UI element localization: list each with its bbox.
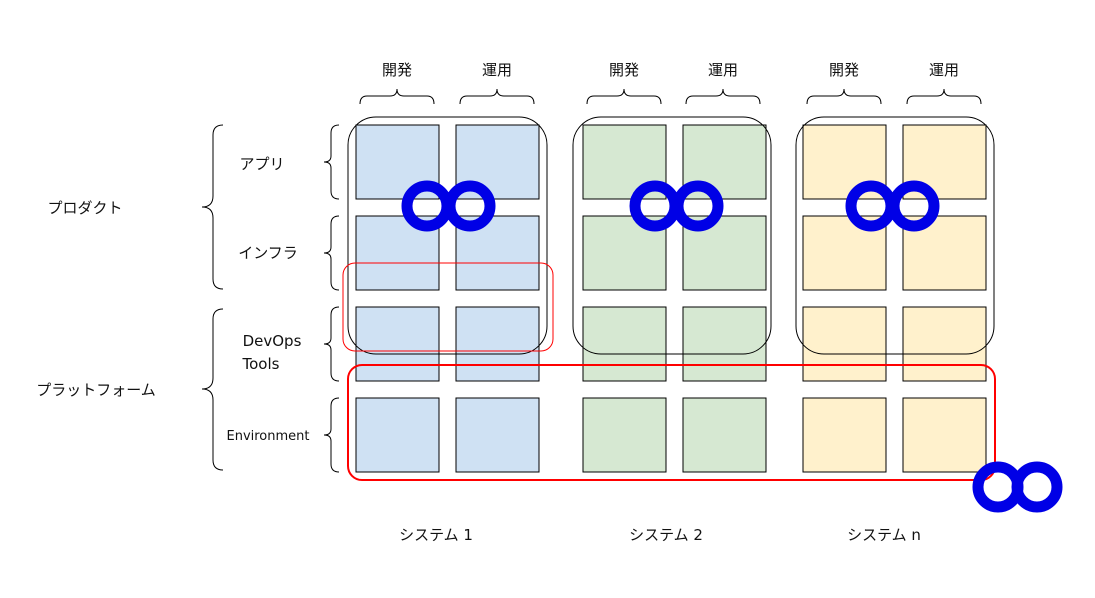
curly-brace-icon	[685, 88, 761, 105]
product-scope-outlines	[347, 116, 995, 355]
cell-system-1-ops-devops	[455, 306, 540, 382]
group-label-product: プロダクト	[47, 199, 122, 217]
header-ops-system-1: 運用	[482, 61, 512, 79]
infinity-loop-icon	[629, 180, 724, 232]
row-label-tools: Tools	[242, 355, 280, 373]
system-label-1: システム 1	[399, 526, 473, 544]
cell-system-2-dev-devops	[582, 306, 667, 382]
curly-brace-icon	[201, 308, 224, 471]
group-braces	[201, 124, 224, 471]
system-1-cells	[355, 124, 540, 473]
cell-system-n-ops-env	[902, 397, 987, 473]
system-label-n: システム n	[847, 526, 921, 544]
row-label-app: アプリ	[239, 155, 284, 173]
cell-system-n-ops-devops	[902, 306, 987, 382]
curly-brace-icon	[806, 88, 882, 105]
system-n-cells	[802, 124, 987, 473]
cell-system-1-ops-env	[455, 397, 540, 473]
curly-brace-icon	[459, 88, 535, 105]
cell-system-2-dev-env	[582, 397, 667, 473]
infinity-loop-icon	[845, 180, 940, 232]
column-headers: 開発 運用 開発 運用 開発 運用	[382, 61, 959, 79]
product-scope-system-n	[795, 116, 995, 355]
cell-system-n-dev-env	[802, 397, 887, 473]
header-ops-system-2: 運用	[708, 61, 738, 79]
group-label-platform: プラットフォーム	[36, 381, 156, 399]
column-braces	[359, 88, 982, 105]
row-labels: アプリ インフラ DevOps Tools Environment	[226, 155, 309, 444]
loop-icons	[401, 180, 1063, 513]
row-label-devops: DevOps	[243, 332, 302, 350]
cell-grid	[355, 124, 987, 473]
curly-brace-icon	[586, 88, 662, 105]
highlight-outlines	[342, 262, 996, 481]
system-label-2: システム 2	[629, 526, 703, 544]
product-scope-system-1	[347, 116, 548, 355]
row-label-infra: インフラ	[238, 244, 298, 262]
row-label-environment: Environment	[226, 429, 309, 444]
curly-brace-icon	[323, 124, 340, 200]
cell-system-1-dev-devops	[355, 306, 440, 382]
curly-brace-icon	[359, 88, 435, 105]
curly-brace-icon	[323, 215, 340, 291]
row-braces	[323, 124, 340, 473]
system-2-cells	[582, 124, 767, 473]
infinity-loop-icon	[401, 180, 496, 232]
system-labels: システム 1 システム 2 システム n	[399, 526, 921, 544]
product-scope-system-2	[572, 116, 772, 355]
cell-system-2-ops-devops	[682, 306, 767, 382]
cell-system-2-ops-env	[682, 397, 767, 473]
header-dev-system-n: 開発	[829, 61, 859, 79]
curly-brace-icon	[906, 88, 982, 105]
cell-system-1-dev-env	[355, 397, 440, 473]
curly-brace-icon	[323, 397, 340, 473]
curly-brace-icon	[323, 306, 340, 382]
header-dev-system-2: 開発	[609, 61, 639, 79]
header-dev-system-1: 開発	[382, 61, 412, 79]
highlight-environment-all-systems	[347, 364, 996, 481]
curly-brace-icon	[201, 124, 224, 290]
header-ops-system-n: 運用	[929, 61, 959, 79]
cell-system-n-dev-devops	[802, 306, 887, 382]
highlight-system-1-infra-devops	[342, 262, 554, 352]
infinity-loop-icon	[972, 461, 1063, 513]
